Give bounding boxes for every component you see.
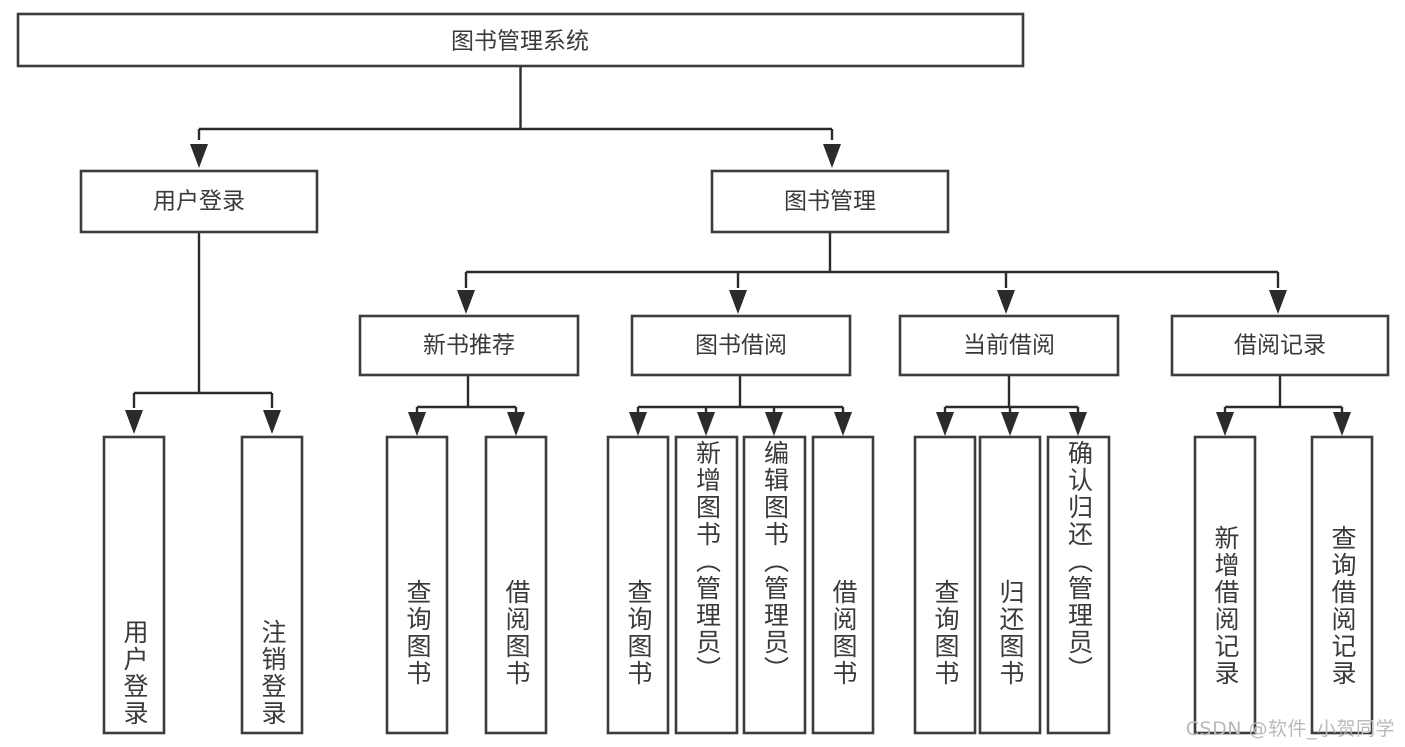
arrow-leaf-borrow-book-2 bbox=[834, 412, 852, 436]
node-current-borrow-box[interactable] bbox=[898, 314, 1120, 377]
node-root[interactable]: 图书管理系统 bbox=[16, 12, 1025, 68]
arrow-leaf-borrow-book-1 bbox=[507, 412, 525, 436]
node-borrow-record-box[interactable] bbox=[1170, 314, 1390, 377]
node-root-label: 图书管理系统 bbox=[451, 29, 589, 55]
leaf-box-query-book-2[interactable] bbox=[606, 435, 670, 735]
arrow-leaf-confirm-return bbox=[1069, 412, 1087, 436]
node-book-borrow-box[interactable] bbox=[630, 314, 852, 377]
arrow-borrowrecord bbox=[1269, 290, 1287, 314]
node-new-book-rec[interactable]: 新书推荐 bbox=[358, 314, 580, 377]
node-new-book-rec-box[interactable] bbox=[358, 314, 580, 377]
leaf-box-query-record[interactable] bbox=[1310, 435, 1374, 735]
arrow-bookborrow bbox=[729, 290, 747, 314]
connectors-group bbox=[125, 66, 1351, 436]
arrow-book-manage bbox=[823, 144, 841, 168]
leaf-box-return-book[interactable] bbox=[978, 435, 1042, 735]
arrow-leaf-query-book-1 bbox=[408, 412, 426, 436]
leaf-box-confirm-return[interactable] bbox=[1046, 435, 1111, 735]
node-book-borrow-label: 图书借阅 bbox=[695, 333, 787, 359]
leaf-boxes-group bbox=[102, 435, 1374, 735]
arrow-newbook bbox=[457, 290, 475, 314]
arrow-user-login bbox=[190, 144, 208, 168]
leaf-box-logout[interactable] bbox=[240, 435, 304, 735]
leaf-box-borrow-book-1[interactable] bbox=[484, 435, 548, 735]
arrow-leaf-add-book bbox=[697, 412, 715, 436]
node-current-borrow[interactable]: 当前借阅 bbox=[898, 314, 1120, 377]
node-user-login-label: 用户登录 bbox=[153, 189, 245, 215]
node-current-borrow-label: 当前借阅 bbox=[963, 333, 1055, 359]
arrow-leaf-query-book-2 bbox=[629, 412, 647, 436]
leaf-box-borrow-book-2[interactable] bbox=[811, 435, 875, 735]
leaf-box-add-record[interactable] bbox=[1193, 435, 1257, 735]
node-book-manage-label: 图书管理 bbox=[784, 189, 876, 215]
leaf-box-add-book[interactable] bbox=[674, 435, 739, 735]
arrow-leaf-user-login bbox=[125, 410, 143, 434]
arrow-leaf-query-record bbox=[1333, 412, 1351, 436]
leaf-box-edit-book[interactable] bbox=[742, 435, 807, 735]
node-book-manage[interactable]: 图书管理 bbox=[710, 169, 950, 234]
leaf-box-query-book-1[interactable] bbox=[385, 435, 449, 735]
node-user-login-box[interactable] bbox=[79, 169, 319, 234]
arrow-leaf-logout bbox=[263, 410, 281, 434]
arrow-leaf-edit-book bbox=[765, 412, 783, 436]
leaf-box-query-book-3[interactable] bbox=[913, 435, 977, 735]
arrow-leaf-return-book bbox=[1001, 412, 1019, 436]
node-new-book-rec-label: 新书推荐 bbox=[423, 333, 515, 359]
node-book-borrow[interactable]: 图书借阅 bbox=[630, 314, 852, 377]
node-book-manage-box[interactable] bbox=[710, 169, 950, 234]
leaf-box-user-login[interactable] bbox=[102, 435, 166, 735]
arrow-leaf-add-record bbox=[1216, 412, 1234, 436]
arrow-currentborrow bbox=[997, 290, 1015, 314]
arrow-leaf-query-book-3 bbox=[936, 412, 954, 436]
watermark-text: CSDN @软件_小贺同学 bbox=[1185, 718, 1395, 740]
node-borrow-record-label: 借阅记录 bbox=[1234, 333, 1326, 359]
node-borrow-record[interactable]: 借阅记录 bbox=[1170, 314, 1390, 377]
node-user-login[interactable]: 用户登录 bbox=[79, 169, 319, 234]
node-root-box[interactable] bbox=[16, 12, 1025, 68]
